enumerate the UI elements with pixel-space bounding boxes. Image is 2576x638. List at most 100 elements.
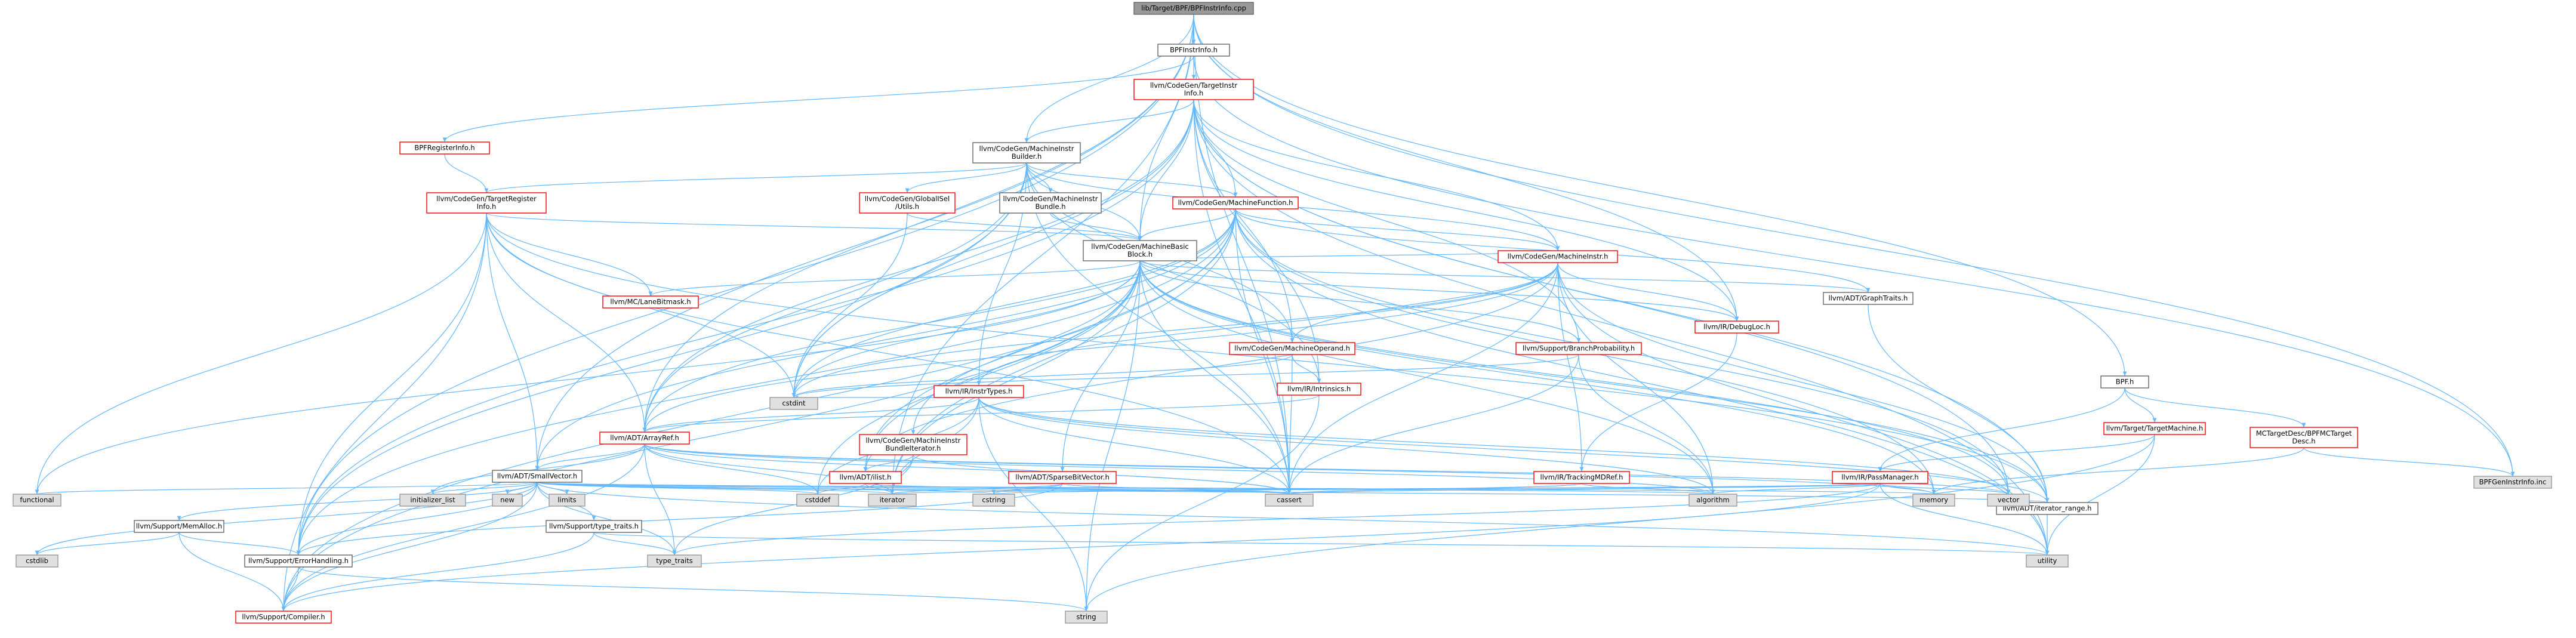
node-mo-h[interactable]: llvm/CodeGen/MachineOperand.h [1229,342,1355,355]
edge-tri_h-to-functional [35,212,487,495]
edge-smallvector-to-utility [537,482,2050,556]
node-box [972,142,1081,164]
node-algorithm: algorithm [1688,494,1737,507]
node-trackingmdref[interactable]: llvm/IR/TrackingMDRef.h [1533,471,1630,484]
node-instrtypes[interactable]: llvm/IR/InstrTypes.h [933,385,1024,398]
node-root[interactable]: lib/Target/BPF/BPFInstrInfo.cpp [1133,2,1254,15]
node-branchprob[interactable]: llvm/Support/BranchProbability.h [1515,342,1642,355]
node-compiler[interactable]: llvm/Support/Compiler.h [235,611,332,624]
node-errorhandling[interactable]: llvm/Support/ErrorHandling.h [244,554,353,568]
edge-instrtypes-to-algorithm [978,397,1715,495]
edge-root-to-cassert [1193,14,1292,495]
node-passmanager[interactable]: llvm/IR/PassManager.h [1832,471,1928,484]
edge-mbb_h-to-mibundleiter [911,260,1141,435]
node-box [1277,383,1361,396]
node-box [399,494,466,507]
node-arrayref[interactable]: llvm/ADT/ArrayRef.h [599,432,690,445]
node-smallvector[interactable]: llvm/ADT/SmallVector.h [492,470,583,483]
node-box [426,192,547,214]
node-box [549,494,586,507]
node-label: llvm/Support/BranchProbability.h [1523,344,1635,353]
node-mf-h[interactable]: llvm/CodeGen/MachineFunction.h [1172,196,1299,209]
node-mi-h[interactable]: llvm/CodeGen/MachineInstr.h [1497,250,1618,263]
edge-smallvector-to-memory [537,482,1935,495]
node-sparsebitvector[interactable]: llvm/ADT/SparseBitVector.h [1008,471,1117,484]
node-box [2100,375,2149,389]
edge-memalloc-to-errorhandling [178,532,301,556]
node-box [1172,196,1299,209]
node-label: iterator [880,496,905,504]
edge-tri_h-to-arrayref [486,212,647,433]
node-label: llvm/CodeGen/MachineFunction.h [1178,199,1293,207]
node-mibundleiter[interactable]: llvm/CodeGen/MachineInstrBundleIterator.… [859,434,967,455]
node-box [546,520,642,533]
edge-tri_h-to-mbb_h [486,212,1142,241]
node-box [1533,471,1630,484]
node-bpfinstrinfo-h[interactable]: BPFInstrInfo.h [1157,44,1230,57]
node-type-traits: type_traits [647,554,702,568]
edge-mctargetdesc-to-memory [1931,447,2304,495]
node-label: Info.h [1184,89,1204,97]
node-label: BPF.h [2116,378,2134,386]
node-bpfreginfo-h[interactable]: BPFRegisterInfo.h [399,141,490,155]
node-targetmachine[interactable]: llvm/Target/TargetMachine.h [2103,422,2206,435]
node-bpf-h[interactable]: BPF.h [2100,375,2149,389]
node-box [1832,471,1928,484]
edge-branchprob-to-cassert [1287,354,1579,495]
node-label: llvm/CodeGen/MachineInstr.h [1508,252,1609,261]
node-gisel-utils[interactable]: llvm/CodeGen/GlobalISel/Utils.h [859,192,956,214]
node-label: llvm/IR/TrackingMDRef.h [1540,473,1623,482]
edge-smallvector-to-errorhandling [296,482,538,556]
node-label: llvm/ADT/GraphTraits.h [1829,294,1908,303]
node-typetraits-support[interactable]: llvm/Support/type_traits.h [546,520,642,533]
edge-mi_h-to-ilist [863,262,1558,472]
edge-tri_h-to-smallvector [486,212,540,471]
node-label: llvm/IR/PassManager.h [1841,473,1918,482]
node-box [492,494,523,507]
node-intrinsics[interactable]: llvm/IR/Intrinsics.h [1277,383,1361,396]
edge-tri_h-to-errorhandling [296,212,487,556]
edge-mf_h-to-mbb_h [1138,208,1236,241]
node-debugloc[interactable]: llvm/IR/DebugLoc.h [1694,320,1779,334]
edge-mi_h-to-mo_h [1290,262,1558,343]
node-memalloc[interactable]: llvm/Support/MemAlloc.h [134,520,224,533]
node-box [1497,250,1618,263]
edge-mi_h-to-cstdint [791,262,1558,398]
node-lanebitmask[interactable]: llvm/MC/LaneBitmask.h [602,295,699,309]
edge-root-to-mib_h [1024,14,1194,143]
node-box [1133,2,1254,15]
edge-tii_h-to-intrinsics [1193,99,1321,384]
edge-mbb_h-to-sparsebitvector [1060,260,1141,472]
node-label: cstddef [805,496,831,504]
node-label: llvm/ADT/ArrayRef.h [610,434,679,442]
node-box [868,494,917,507]
node-box [399,141,490,155]
node-label: Bundle.h [1036,202,1066,211]
edge-arrayref-to-initlist [430,443,645,495]
node-label: llvm/IR/InstrTypes.h [945,387,1013,396]
node-ilist[interactable]: llvm/ADT/ilist.h [829,471,902,484]
node-label: /Utils.h [895,202,919,211]
edge-typetraits_support-to-utility [593,532,2049,556]
node-box [235,611,332,624]
node-graphtraits[interactable]: llvm/ADT/GraphTraits.h [1823,292,1913,305]
node-box [1229,342,1355,355]
node-label: Info.h [477,202,497,211]
edge-instrtypes-to-string [978,397,1089,612]
edge-mi_h-to-arrayref [642,262,1558,433]
edge-mib_h-to-tri_h [484,162,1027,193]
node-box [244,554,353,568]
edge-root-to-smallvector [535,14,1194,471]
node-box [999,192,1102,214]
edge-tii_h-to-mo_h [1193,99,1295,343]
edge-tii_h-to-mib_h [1024,99,1194,143]
edge-mbb_h-to-memory [1139,260,1936,495]
edge-mi_h-to-iterrange [1557,262,2050,503]
node-new: new [492,494,523,507]
